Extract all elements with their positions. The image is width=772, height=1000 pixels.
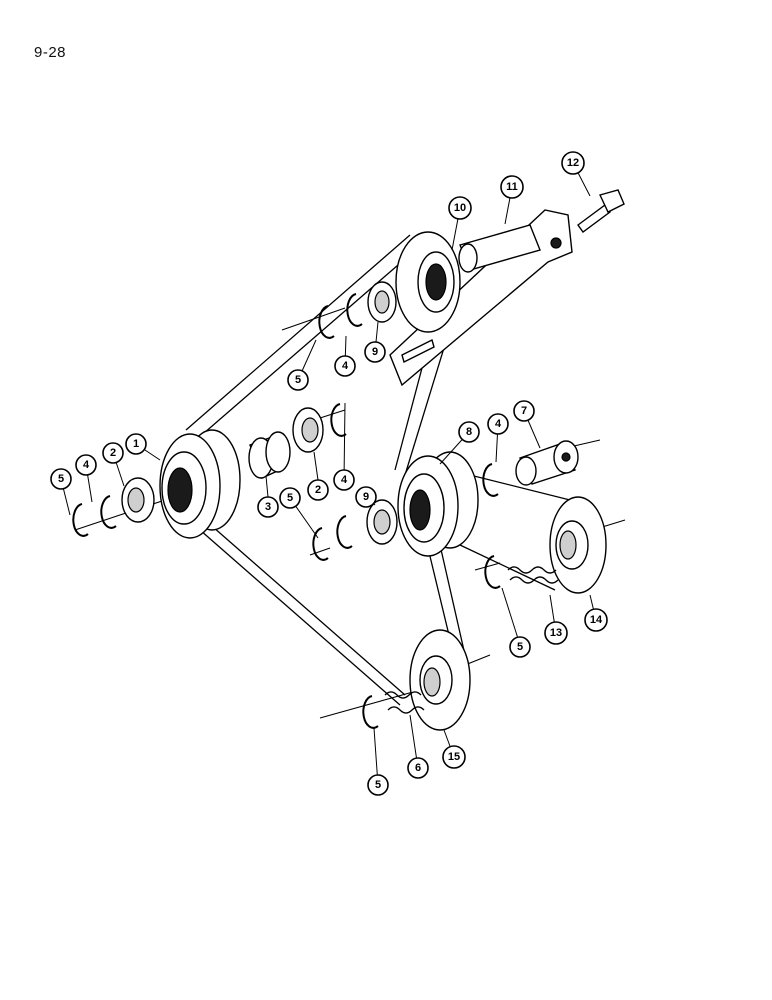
callout-5d: 5 bbox=[509, 636, 531, 658]
callout-9a: 9 bbox=[364, 341, 386, 363]
callout-3: 3 bbox=[257, 496, 279, 518]
left-snap-ring-small bbox=[72, 503, 89, 537]
middle-snap-ring bbox=[330, 403, 347, 437]
right-double-sprocket bbox=[397, 451, 479, 557]
callout-label: 9 bbox=[372, 346, 378, 358]
callout-label: 6 bbox=[415, 762, 421, 774]
left-snap-ring-large bbox=[100, 495, 117, 529]
callout-label: 5 bbox=[517, 641, 523, 653]
callout-5a: 5 bbox=[50, 468, 72, 490]
callout-label: 3 bbox=[265, 501, 271, 513]
drive-chain-lines bbox=[185, 234, 591, 706]
lower-bearing bbox=[366, 499, 398, 545]
callout-label: 5 bbox=[375, 779, 381, 791]
callout-label: 7 bbox=[521, 405, 527, 417]
callout-label: 12 bbox=[567, 157, 579, 169]
callout-4d: 4 bbox=[487, 413, 509, 435]
drive-sprocket bbox=[549, 496, 607, 594]
bolt bbox=[577, 189, 625, 233]
callout-label: 10 bbox=[454, 202, 466, 214]
callout-label: 2 bbox=[110, 447, 116, 459]
callout-label: 2 bbox=[315, 484, 321, 496]
page-number: 9-28 bbox=[34, 44, 67, 61]
callout-4b: 4 bbox=[333, 469, 355, 491]
callout-15: 15 bbox=[442, 745, 466, 769]
callout-1: 1 bbox=[125, 433, 147, 455]
callout-label: 1 bbox=[133, 438, 139, 450]
upper-bearing bbox=[367, 281, 397, 323]
spacer bbox=[248, 431, 291, 479]
callout-11: 11 bbox=[500, 175, 524, 199]
callout-12: 12 bbox=[561, 151, 585, 175]
callout-label: 4 bbox=[495, 418, 502, 430]
callout-2b: 2 bbox=[307, 479, 329, 501]
lower-snap-ring-large bbox=[336, 515, 353, 549]
callout-label: 15 bbox=[448, 751, 460, 763]
callout-7: 7 bbox=[513, 400, 535, 422]
callout-label: 5 bbox=[58, 473, 64, 485]
callout-6: 6 bbox=[407, 757, 429, 779]
tensioner-arm bbox=[389, 209, 573, 387]
callout-13: 13 bbox=[544, 621, 568, 645]
callout-label: 5 bbox=[287, 492, 293, 504]
left-bearing bbox=[121, 477, 155, 523]
hub bbox=[515, 440, 579, 486]
callout-label: 4 bbox=[342, 360, 349, 372]
callout-label: 11 bbox=[506, 181, 518, 193]
upper-idler-sprocket bbox=[395, 231, 461, 333]
chain-segment-right bbox=[507, 566, 559, 584]
middle-bearing bbox=[292, 407, 324, 453]
callout-5e: 5 bbox=[367, 774, 389, 796]
callout-4a: 4 bbox=[75, 454, 97, 476]
callout-label: 13 bbox=[550, 627, 562, 639]
callout-label: 9 bbox=[363, 491, 369, 503]
callout-label: 5 bbox=[295, 374, 301, 386]
callout-10: 10 bbox=[448, 196, 472, 220]
callout-label: 4 bbox=[341, 474, 348, 486]
callout-4c: 4 bbox=[334, 355, 356, 377]
callout-5b: 5 bbox=[287, 369, 309, 391]
chain-segment-bottom bbox=[384, 691, 425, 714]
bottom-snap-ring bbox=[362, 695, 379, 729]
callout-5c: 5 bbox=[279, 487, 301, 509]
callout-label: 14 bbox=[590, 614, 603, 626]
callout-label: 8 bbox=[466, 426, 472, 438]
left-double-sprocket bbox=[159, 429, 241, 539]
bottom-sprocket bbox=[409, 629, 471, 731]
callout-label: 4 bbox=[83, 459, 90, 471]
callout-8: 8 bbox=[458, 421, 480, 443]
lower-snap-ring-small bbox=[312, 527, 329, 561]
callout-14: 14 bbox=[584, 608, 608, 632]
callout-2a: 2 bbox=[102, 442, 124, 464]
callout-9b: 9 bbox=[355, 486, 377, 508]
